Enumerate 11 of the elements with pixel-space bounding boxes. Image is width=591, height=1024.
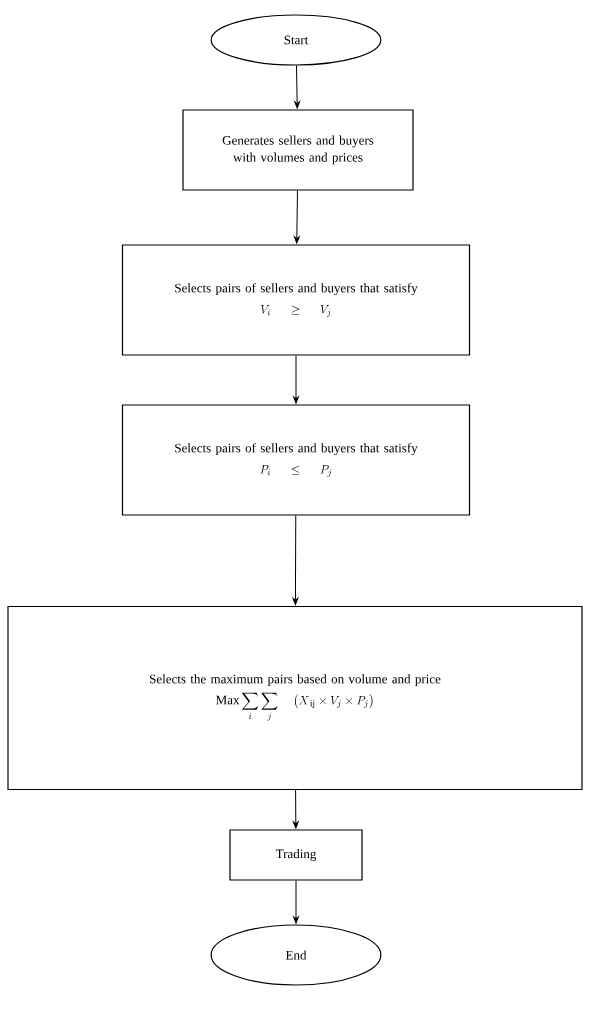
arrow — [293, 355, 299, 404]
arrow — [292, 515, 299, 605]
arrow — [292, 789, 299, 829]
process-box: Trading — [229, 829, 363, 881]
process-box: Selects the maximum pairs based on volume and price $\text{Max} \sum_{i} \sum_{j} \quad \left( X_{\,\mathrm{ij}} \times V_j \times P_j \right)$ — [7, 605, 583, 791]
arrow — [294, 190, 300, 244]
arrow — [293, 880, 299, 924]
arrow — [294, 65, 300, 109]
process-box: Generates sellers and buyers with volumes and prices — [182, 109, 414, 191]
process-box: Selects pairs of sellers and buyers that satisfy $P_i \leq P_j$ — [121, 404, 471, 516]
process-box: Selects pairs of sellers and buyers that satisfy $V_i \geq V_j$ — [121, 244, 471, 356]
